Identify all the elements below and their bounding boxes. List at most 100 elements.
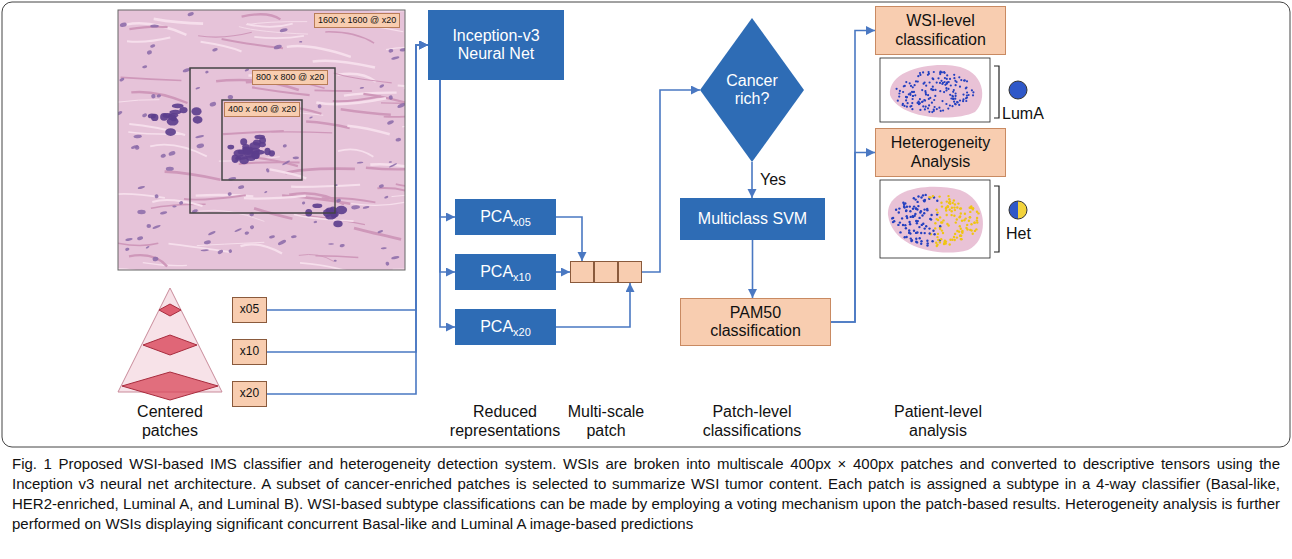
tissue-fiber [354, 228, 401, 239]
subscript-text: x10 [513, 271, 531, 283]
patch-dot [945, 87, 947, 89]
patch-dot [928, 111, 930, 113]
patch-dot [958, 216, 960, 218]
patch-dot [951, 239, 953, 241]
cell-nucleus [387, 119, 395, 125]
tissue-fiber [270, 169, 306, 178]
patch-dot [948, 198, 950, 200]
tumor-nucleus [240, 138, 247, 145]
node-text: WSI-level classification [876, 10, 1005, 51]
cell-nucleus [277, 239, 286, 246]
patch-dot [949, 203, 951, 205]
patch-dot [941, 100, 943, 102]
patch-dot [951, 105, 953, 107]
patch-dot [912, 208, 914, 210]
patch-dot [939, 225, 941, 227]
node-label: x10 [240, 344, 259, 358]
tensor-cell [571, 262, 594, 283]
tumor-nucleus [193, 116, 203, 124]
patch-dot [937, 233, 939, 235]
tissue-fiber [294, 215, 354, 222]
tumor-nucleus [253, 151, 260, 159]
patch-dot [942, 219, 944, 221]
tissue-fiber [347, 126, 389, 135]
process-box: Inception-v3 Neural Net [428, 10, 564, 80]
patch-dot [956, 236, 958, 238]
subscript-text: x20 [513, 326, 531, 338]
node-label: PCA [480, 318, 513, 335]
patch-dot [923, 212, 925, 214]
cell-nucleus [204, 240, 212, 245]
patch-dot [932, 86, 934, 88]
node-text: x20 [236, 385, 263, 403]
cell-nucleus [195, 135, 204, 139]
patch-dot [909, 223, 911, 225]
node-text: Multiclass SVM [694, 208, 811, 230]
cell-nucleus [172, 205, 176, 207]
figure-label: Patch-level classifications [682, 402, 822, 440]
patch-dot [955, 103, 957, 105]
patch-dot [902, 224, 904, 226]
flow-arrow [752, 240, 754, 298]
output-box: PAM50 classification [680, 298, 831, 346]
patch-dot [960, 238, 962, 240]
pca-box: PCAx20 [455, 309, 556, 345]
patch-dot [903, 206, 905, 208]
patch-dot [936, 108, 938, 110]
tissue-fiber [131, 92, 187, 103]
patch-dot [961, 220, 963, 222]
patch-dot [905, 81, 907, 83]
tissue-fiber [351, 202, 404, 205]
patch-dot [946, 82, 948, 84]
process-box: Multiclass SVM [680, 198, 825, 240]
patch-dot [947, 108, 949, 110]
flow-arrow [440, 80, 455, 272]
cell-nucleus [293, 156, 300, 159]
patch-dot [955, 221, 957, 223]
patch-dot [944, 81, 946, 83]
patch-dot [897, 100, 899, 102]
patch-dot [954, 203, 956, 205]
tumor-nucleus [169, 110, 181, 115]
tumor-nucleus [331, 210, 338, 218]
patch-dot [905, 210, 907, 212]
tissue-fiber [341, 109, 391, 115]
patch-dot [961, 231, 963, 233]
patch-dot [940, 202, 942, 204]
patch-dot [935, 242, 937, 244]
flow-arrow [831, 31, 875, 323]
patch-dot [944, 72, 946, 74]
cell-nucleus [156, 94, 161, 98]
patch-dot [933, 71, 935, 73]
patch-dot [913, 230, 915, 232]
patch-dot [947, 88, 949, 90]
patch-dot [968, 220, 970, 222]
cell-nucleus [397, 102, 405, 109]
tissue-fiber [244, 196, 306, 199]
cell-nucleus [299, 41, 302, 43]
patch-dot [917, 195, 919, 197]
cell-nucleus [137, 236, 144, 241]
cell-nucleus [377, 230, 383, 234]
cell-nucleus [388, 95, 393, 100]
het-dots [891, 194, 980, 248]
patch-dot [918, 103, 920, 105]
patch-dot [954, 103, 956, 105]
patch-dot [965, 100, 967, 102]
patch-dot [920, 196, 922, 198]
patch-dot [960, 212, 962, 214]
tumor-nucleus [243, 148, 252, 155]
patch-dot [976, 217, 978, 219]
cell-nucleus [205, 70, 209, 73]
tumor-nucleus [254, 135, 265, 139]
patch-dot [959, 215, 961, 217]
het-thumbnail-frame [880, 180, 990, 258]
patch-dot [941, 71, 943, 73]
cell-nucleus [209, 101, 217, 107]
bracket [994, 66, 999, 118]
patch-dot [959, 100, 961, 102]
patch-dot [915, 241, 917, 243]
patch-dot [959, 225, 961, 227]
patch-dot [908, 221, 910, 223]
